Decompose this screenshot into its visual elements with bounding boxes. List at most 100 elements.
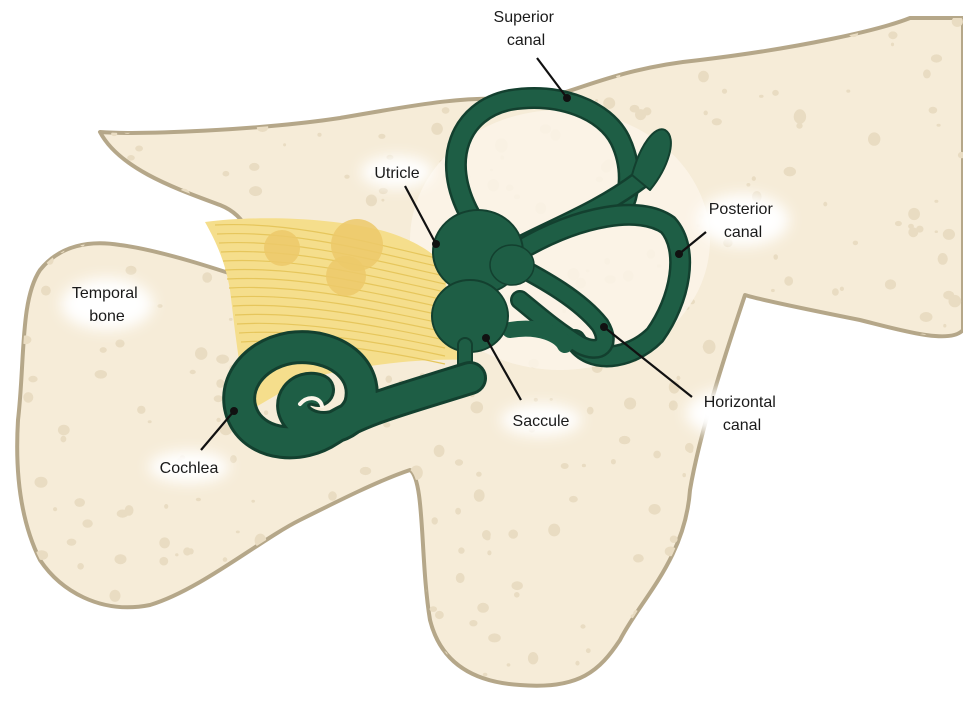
bone-speckle [141,648,145,651]
bone-speckle [635,109,646,120]
bone-speckle [245,622,256,630]
bone-speckle [846,90,850,93]
bone-speckle [771,289,775,292]
bone-speckle [575,661,579,666]
bone-speckle [381,199,384,202]
bone-speckle [250,661,255,664]
bone-speckle [637,0,645,6]
bone-speckle [157,304,162,308]
bone-speckle [432,517,438,524]
bone-speckle [82,519,92,527]
bone-speckle [8,554,13,558]
bone-speckle [735,464,743,472]
bone-speckle [943,291,954,300]
bone-speckle [855,470,862,477]
bone-speckle [386,376,393,383]
bone-speckle [550,398,553,401]
bone-speckle [60,38,67,44]
bone-speckle [799,422,802,425]
bone-speckle [332,616,342,625]
bone-speckle [434,445,445,457]
bone-speckle [793,690,804,699]
bone-speckle [838,337,847,344]
bone-speckle [886,454,897,467]
bone-speckle [100,347,107,353]
bone-speckle [1,303,9,311]
bone-speckle [183,547,191,555]
bone-speckle [28,376,37,383]
bone-speckle [77,563,84,570]
bone-speckle [859,399,863,402]
bone-speckle [2,353,8,358]
label-cochlea: Cochlea [160,460,219,477]
bone-speckle [399,77,408,86]
bone-speckle [932,601,935,604]
bone-speckle [74,498,85,507]
bone-speckle [415,684,428,693]
bone-speckle [597,58,604,63]
bone-speckle [463,69,471,77]
bone-speckle [534,398,538,402]
bone-speckle [377,611,387,622]
bone-speckle [854,18,860,23]
bone-speckle [455,508,461,515]
bone-speckle [621,681,627,687]
bone-speckle [61,436,67,443]
bone-speckle [526,81,531,86]
bone-speckle [142,20,150,27]
bone-speckle [0,686,8,694]
bone-speckle [362,60,370,67]
bone-speckle [837,577,844,584]
bone-speckle [880,18,886,23]
bone-speckle [759,6,770,16]
bone-speckle [86,673,98,685]
bone-speckle [283,143,286,146]
bone-speckle [817,20,820,24]
bone-speckle [752,176,756,181]
bone-speckle [1,529,13,540]
bone-speckle [151,103,157,108]
bone-speckle [923,427,929,432]
bone-speckle [586,648,591,653]
bone-speckle [937,124,941,127]
bone-speckle [17,238,21,242]
bone-speckle [896,0,903,5]
bone-speckle [929,107,938,114]
bone-speckle [249,163,259,171]
bone-speckle [912,0,918,4]
bone-speckle [924,558,936,568]
bone-speckle [229,666,234,672]
bone-speckle [13,130,21,136]
bone-speckle [853,325,860,330]
bone-speckle [597,694,608,704]
bone-speckle [456,573,465,583]
bone-speckle [784,167,796,177]
bone-speckle [378,134,385,139]
bone-speckle [399,3,408,13]
bone-speckle [72,620,76,623]
bone-speckle [473,34,479,39]
bone-speckle [34,22,46,36]
bone-speckle [514,592,520,598]
bone-speckle [127,178,137,186]
bone-speckle [360,467,371,475]
bone-speckle [891,43,894,47]
bone-speckle [624,398,636,410]
bone-speckle [941,2,945,6]
bone-speckle [766,671,778,682]
bone-speckle [216,663,223,669]
bone-speckle [832,619,842,628]
bone-speckle [576,0,581,3]
bone-speckle [11,171,15,175]
nerve-bundle-circle [264,230,300,266]
bone-speckle [363,570,367,573]
bone-speckle [202,272,212,283]
bone-speckle [297,572,305,579]
bone-speckle [23,638,35,650]
label-saccule: Saccule [513,413,570,430]
bone-speckle [280,86,284,89]
bone-speckle [454,686,466,695]
bone-speckle [670,574,674,577]
bone-speckle [951,656,959,664]
bone-speckle [226,620,234,626]
